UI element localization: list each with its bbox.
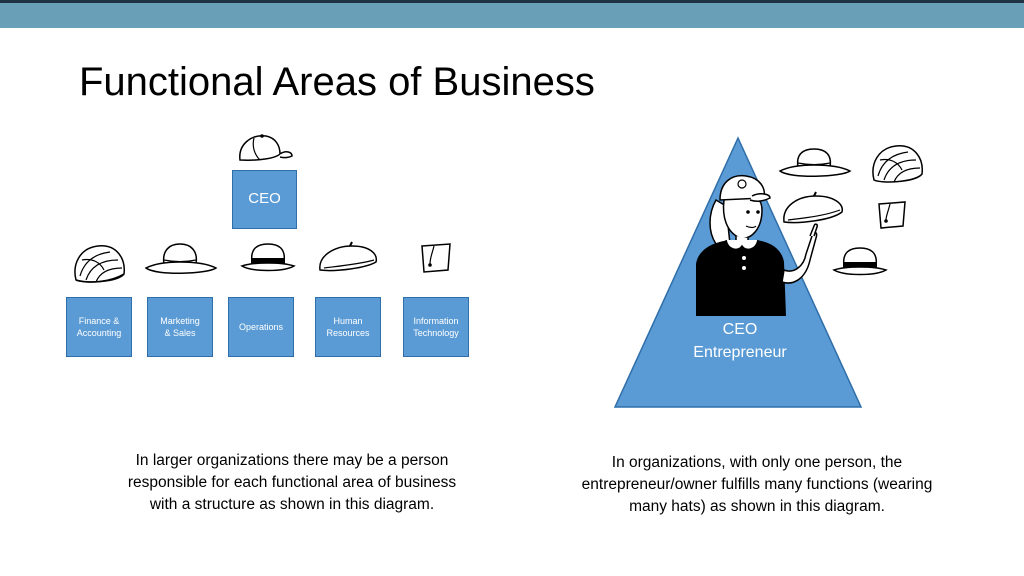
triangle-label-line: Entrepreneur xyxy=(693,344,787,361)
caption-line: many hats) as shown in this diagram. xyxy=(629,498,885,515)
caption-line: In larger organizations there may be a p… xyxy=(135,452,449,469)
ceo-box: CEO xyxy=(232,170,297,229)
box-label-line: Technology xyxy=(413,328,459,338)
triangle-label-line: CEO xyxy=(722,321,758,338)
fez-icon xyxy=(421,243,451,273)
caption-line: In organizations, with only one person, … xyxy=(611,454,903,471)
beret-icon xyxy=(783,191,843,224)
baseball-cap-icon xyxy=(239,134,293,161)
bowler-hat-icon xyxy=(240,243,296,272)
box-label-line: Accounting xyxy=(76,328,122,338)
box-finance-accounting: Finance & Accounting xyxy=(66,297,132,357)
box-label-line: Resources xyxy=(326,328,370,338)
caption-line: responsible for each functional area of … xyxy=(127,474,457,491)
slide-title: Functional Areas of Business xyxy=(79,60,595,104)
header-bar xyxy=(0,0,1024,28)
right-caption: In organizations, with only one person, … xyxy=(540,452,974,518)
box-operations: Operations xyxy=(228,297,294,357)
triangle-label: CEO Entrepreneur xyxy=(640,318,840,364)
box-label-line: Marketing xyxy=(160,315,200,326)
turban-icon xyxy=(872,145,923,183)
woman-with-cap-icon xyxy=(696,174,818,316)
box-label-line: & Sales xyxy=(164,328,196,338)
caption-line: with a structure as shown in this diagra… xyxy=(149,496,435,513)
fedora-icon xyxy=(144,243,218,275)
fez-icon xyxy=(878,201,906,229)
fedora-icon xyxy=(778,148,852,178)
turban-icon xyxy=(74,245,125,283)
box-label-line: Human xyxy=(333,315,363,326)
bowler-hat-icon xyxy=(832,247,888,276)
box-marketing-sales: Marketing & Sales xyxy=(147,297,213,357)
box-label-line: Information xyxy=(413,315,459,326)
left-caption: In larger organizations there may be a p… xyxy=(96,450,488,516)
ceo-label: CEO xyxy=(248,190,281,208)
box-label-line: Finance & xyxy=(78,315,120,326)
box-label-line: Operations xyxy=(238,321,284,332)
caption-line: entrepreneur/owner fulfills many functio… xyxy=(581,476,933,493)
header-bar-edge xyxy=(0,0,1024,3)
beret-icon xyxy=(319,241,378,272)
